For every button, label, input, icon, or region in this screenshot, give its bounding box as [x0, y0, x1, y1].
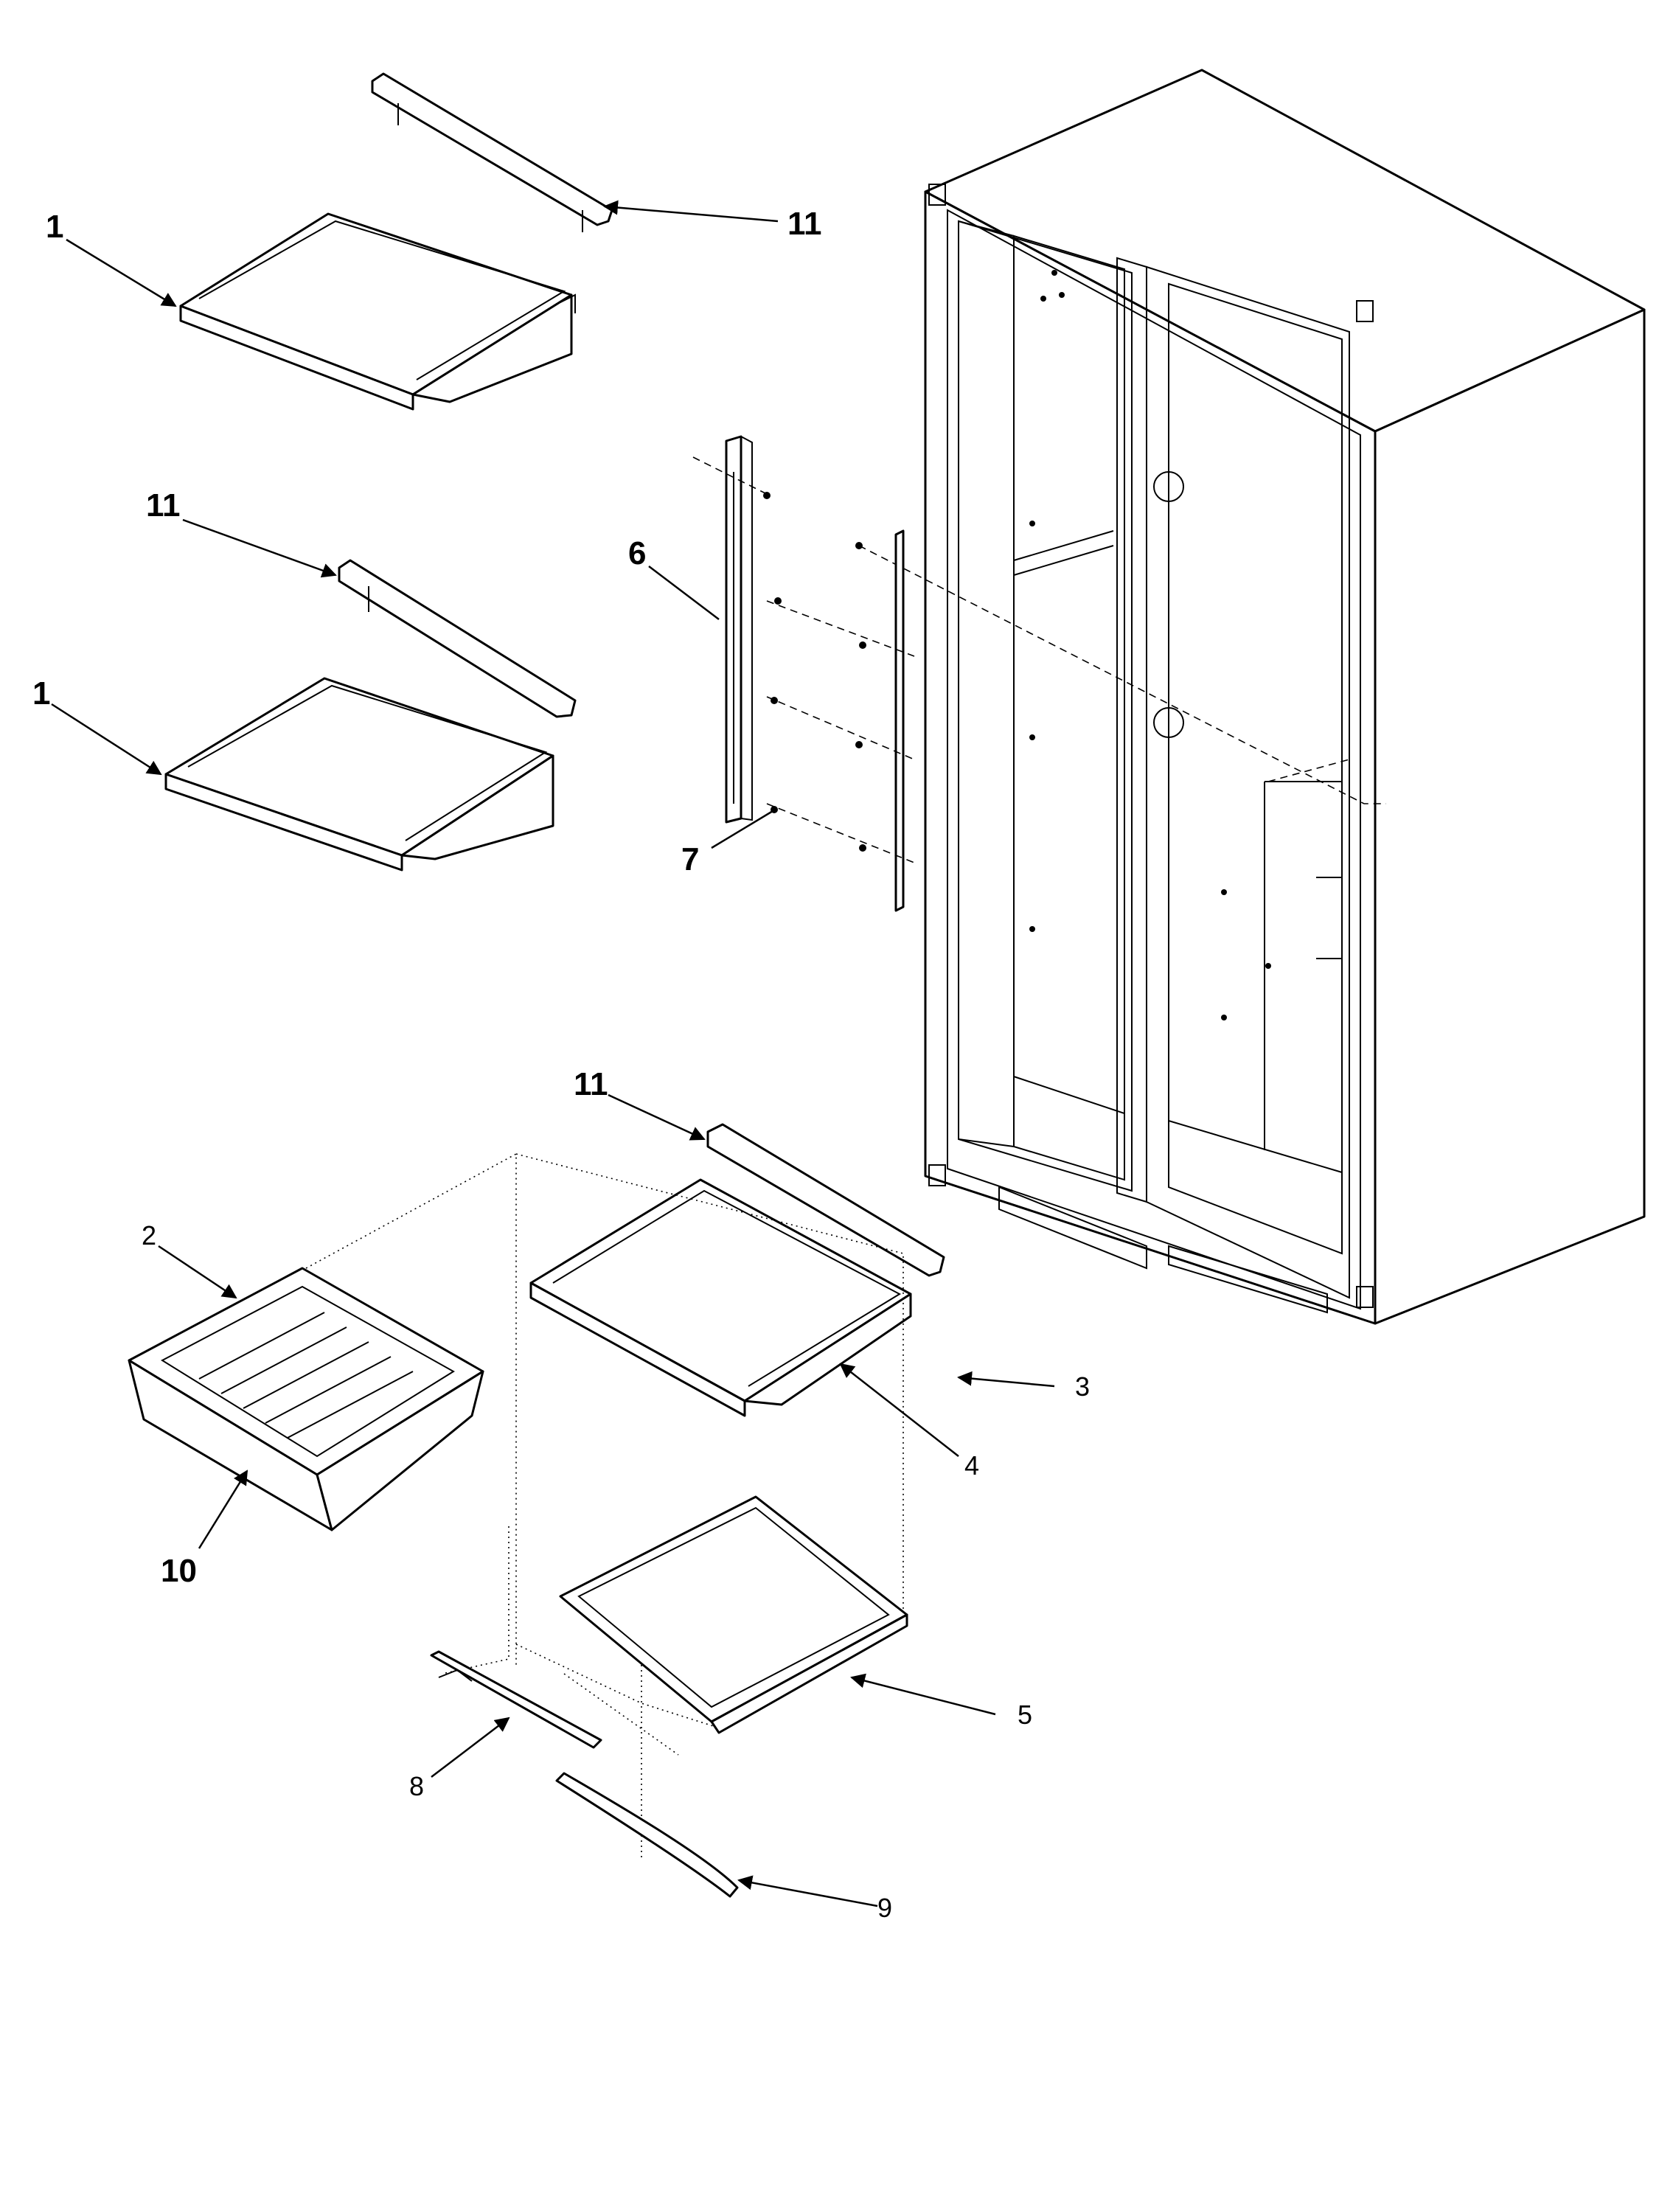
screws — [763, 492, 866, 852]
callout-9: 9 — [877, 1893, 892, 1923]
callout-5: 5 — [1018, 1700, 1032, 1730]
callout-2: 2 — [142, 1220, 156, 1251]
callout-10: 10 — [161, 1553, 197, 1589]
shelf-trim-lower — [706, 1123, 945, 1277]
leader-lines — [51, 200, 1055, 1907]
alignment-line-rail — [858, 545, 1386, 804]
shelf-trim-top — [371, 72, 613, 232]
callout-4: 4 — [964, 1450, 979, 1481]
callout-6: 6 — [628, 535, 646, 571]
callout-8: 8 — [409, 1771, 424, 1801]
shelf-support-rail-right — [894, 529, 905, 912]
callout-11-lower: 11 — [574, 1066, 608, 1102]
shelf-support-rail — [725, 435, 753, 824]
refrigerator-cabinet — [924, 69, 1646, 1325]
cantilever-shelf-middle — [164, 677, 554, 872]
shelf-trim-middle — [338, 559, 577, 718]
cantilever-shelf-top — [179, 212, 576, 411]
callout-1-middle: 1 — [32, 675, 50, 712]
drawer-handle-bracket — [430, 1650, 602, 1749]
lower-shelf — [529, 1178, 912, 1417]
drawer-handle-trim — [555, 1772, 739, 1898]
callout-7: 7 — [681, 841, 699, 877]
callout-3: 3 — [1075, 1371, 1090, 1402]
callout-1-top: 1 — [46, 209, 63, 245]
crisper-pan — [128, 1267, 484, 1531]
drawer-cover-frame — [559, 1495, 908, 1734]
callout-11-top: 11 — [787, 206, 822, 242]
callout-11-middle: 11 — [146, 487, 181, 524]
